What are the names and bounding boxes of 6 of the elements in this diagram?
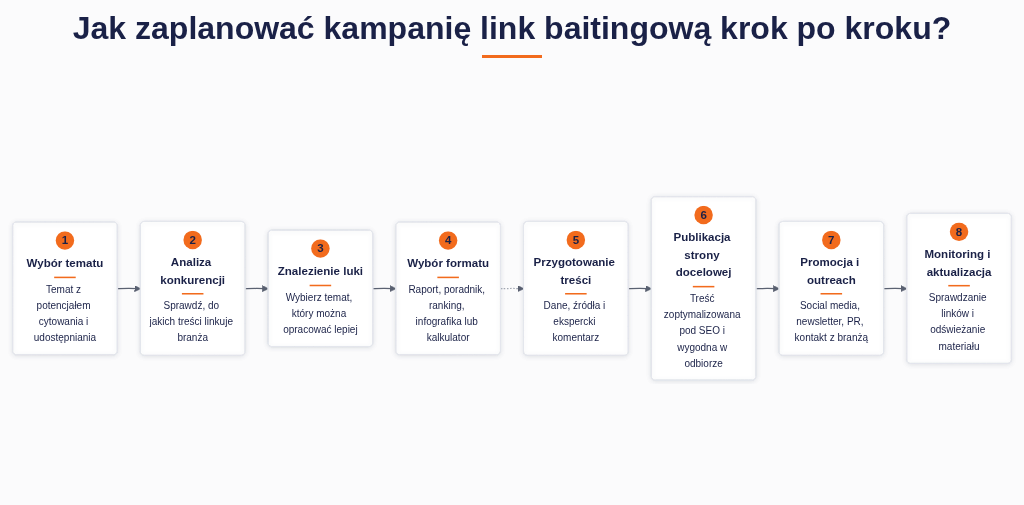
node-text: 6 Publikacja strony docelowej Treść zoptymalizowana pod SEO i wygodna w odbiorze: [663, 207, 741, 369]
title: Jak zaplanować kampanię link baitingową krok po kroku?: [72, 10, 952, 47]
node-text: 3 Znalezienie luki Wybierz temat, który można opracować lepiej: [277, 241, 364, 335]
node-text: 2 Analiza konkurencji Sprawdź, do jakich treści linkuje branża: [149, 232, 233, 344]
node-text: 7 Promocja i outreach Social media, newsletter, PR, kontakt z branżą: [794, 232, 869, 344]
node-text: 4 Wybór formatu Raport, poradnik, ranking, infografika lub kalkulator: [407, 233, 490, 343]
